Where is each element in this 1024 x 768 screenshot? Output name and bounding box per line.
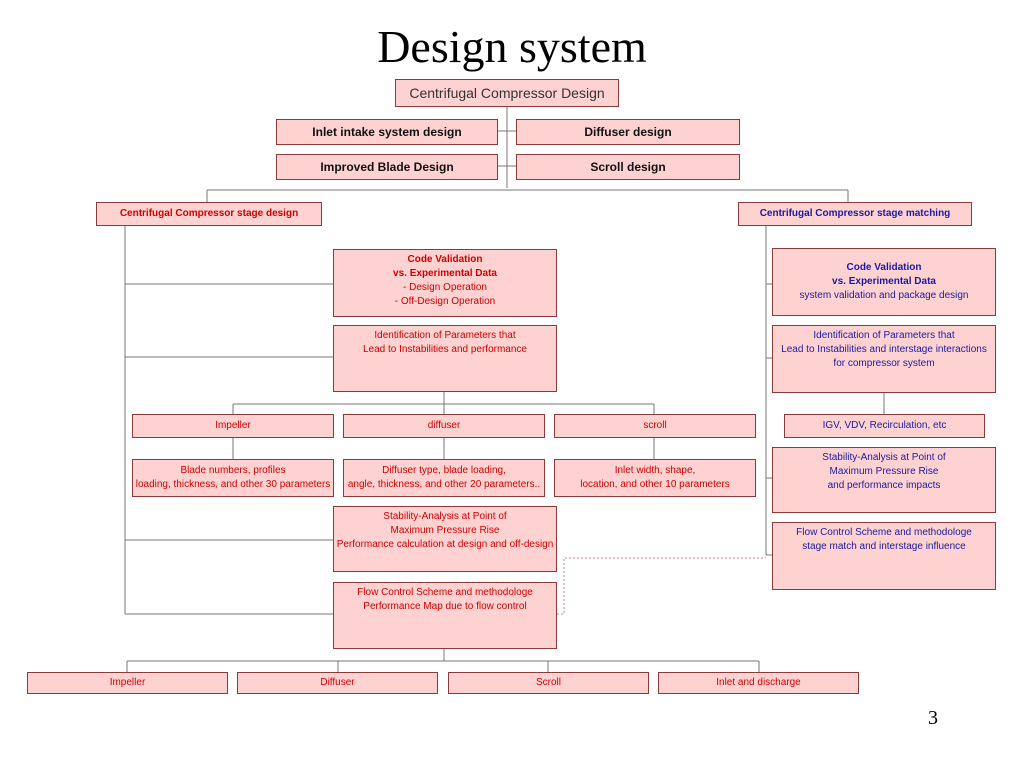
text-line: Diffuser type, blade loading, (382, 465, 506, 476)
text-line: angle, thickness, and other 20 parameter… (347, 479, 541, 490)
root-label: Centrifugal Compressor Design (409, 85, 605, 101)
text-line: Lead to Instabilities and performance (363, 344, 527, 355)
stage-matching-header-label: Centrifugal Compressor stage matching (759, 208, 951, 219)
text-line: Stability-Analysis at Point of (822, 452, 946, 463)
text-line: vs. Experimental Data (393, 268, 497, 279)
diffuser-design-box: Diffuser design (516, 119, 740, 145)
text-line: for compressor system (833, 358, 935, 369)
text-line: loading, thickness, and other 30 paramet… (135, 479, 331, 490)
component-impeller-box: Impeller (132, 414, 334, 438)
matching-code-validation-box: Code Validation vs. Experimental Data sy… (772, 248, 996, 316)
text-line: Code Validation (846, 262, 922, 273)
design-flow-control-box: Flow Control Scheme and methodologe Perf… (333, 582, 557, 649)
text-line: Code Validation (407, 254, 483, 265)
design-identification-box: Identification of Parameters that Lead t… (333, 325, 557, 392)
design-code-validation-box: Code Validation vs. Experimental Data - … (333, 249, 557, 317)
text-line: Impeller (215, 420, 251, 431)
text-line: stage match and interstage influence (802, 541, 966, 552)
scroll-design-box: Scroll design (516, 154, 740, 180)
text-line: system validation and package design (799, 290, 969, 301)
text-line: and performance impacts (827, 480, 941, 491)
scroll-params-box: Inlet width, shape, location, and other … (554, 459, 756, 497)
text-line: Flow Control Scheme and methodologe (357, 587, 533, 598)
text-line: Identification of Parameters that (374, 330, 516, 341)
text-line: location, and other 10 parameters (580, 479, 730, 490)
improved-blade-box: Improved Blade Design (276, 154, 498, 180)
text-line: Performance calculation at design and of… (336, 539, 554, 550)
stage-matching-header: Centrifugal Compressor stage matching (738, 202, 972, 226)
text-line: Inlet width, shape, (614, 465, 696, 476)
page-title: Design system (377, 21, 647, 72)
text-line: diffuser (427, 420, 461, 431)
improved-blade-label: Improved Blade Design (320, 160, 454, 174)
stage-design-header-label: Centrifugal Compressor stage design (119, 208, 299, 219)
stage-design-header: Centrifugal Compressor stage design (96, 202, 322, 226)
text-line: Stability-Analysis at Point of (383, 511, 507, 522)
text-line: Performance Map due to flow control (363, 601, 527, 612)
matching-identification-box: Identification of Parameters that Lead t… (772, 325, 996, 393)
text-line: Blade numbers, profiles (180, 465, 286, 476)
text-line: Diffuser (320, 677, 355, 688)
text-line: Identification of Parameters that (813, 330, 955, 341)
text-line: Flow Control Scheme and methodologe (796, 527, 972, 538)
diffuser-design-label: Diffuser design (584, 125, 672, 139)
bottom-diffuser-box: Diffuser (237, 672, 438, 694)
scroll-design-label: Scroll design (590, 160, 666, 174)
text-line: Maximum Pressure Rise (829, 466, 939, 477)
text-line: - Off-Design Operation (394, 296, 496, 307)
bottom-impeller-box: Impeller (27, 672, 228, 694)
text-line: - Design Operation (403, 282, 487, 293)
page-number: 3 (928, 707, 938, 729)
root-box: Centrifugal Compressor Design (395, 79, 619, 107)
bottom-inlet-discharge-box: Inlet and discharge (658, 672, 859, 694)
inlet-intake-label: Inlet intake system design (312, 125, 462, 139)
text-line: Inlet and discharge (716, 677, 801, 688)
text-line: Scroll (535, 677, 561, 688)
bottom-scroll-box: Scroll (448, 672, 649, 694)
matching-flow-control-box: Flow Control Scheme and methodologe stag… (772, 522, 996, 590)
component-diffuser-box: diffuser (343, 414, 545, 438)
design-stability-box: Stability-Analysis at Point of Maximum P… (333, 506, 557, 572)
text-line: Impeller (109, 677, 146, 688)
text-line: vs. Experimental Data (832, 276, 936, 287)
diffuser-params-box: Diffuser type, blade loading, angle, thi… (343, 459, 545, 497)
text-line: Lead to Instabilities and interstage int… (781, 344, 987, 355)
inlet-intake-box: Inlet intake system design (276, 119, 498, 145)
igv-box: IGV, VDV, Recirculation, etc (784, 414, 985, 438)
text-line: Maximum Pressure Rise (390, 525, 500, 536)
text-line: scroll (643, 420, 667, 431)
component-scroll-box: scroll (554, 414, 756, 438)
impeller-params-box: Blade numbers, profiles loading, thickne… (132, 459, 334, 497)
text-line: IGV, VDV, Recirculation, etc (822, 420, 947, 431)
matching-stability-box: Stability-Analysis at Point of Maximum P… (772, 447, 996, 513)
